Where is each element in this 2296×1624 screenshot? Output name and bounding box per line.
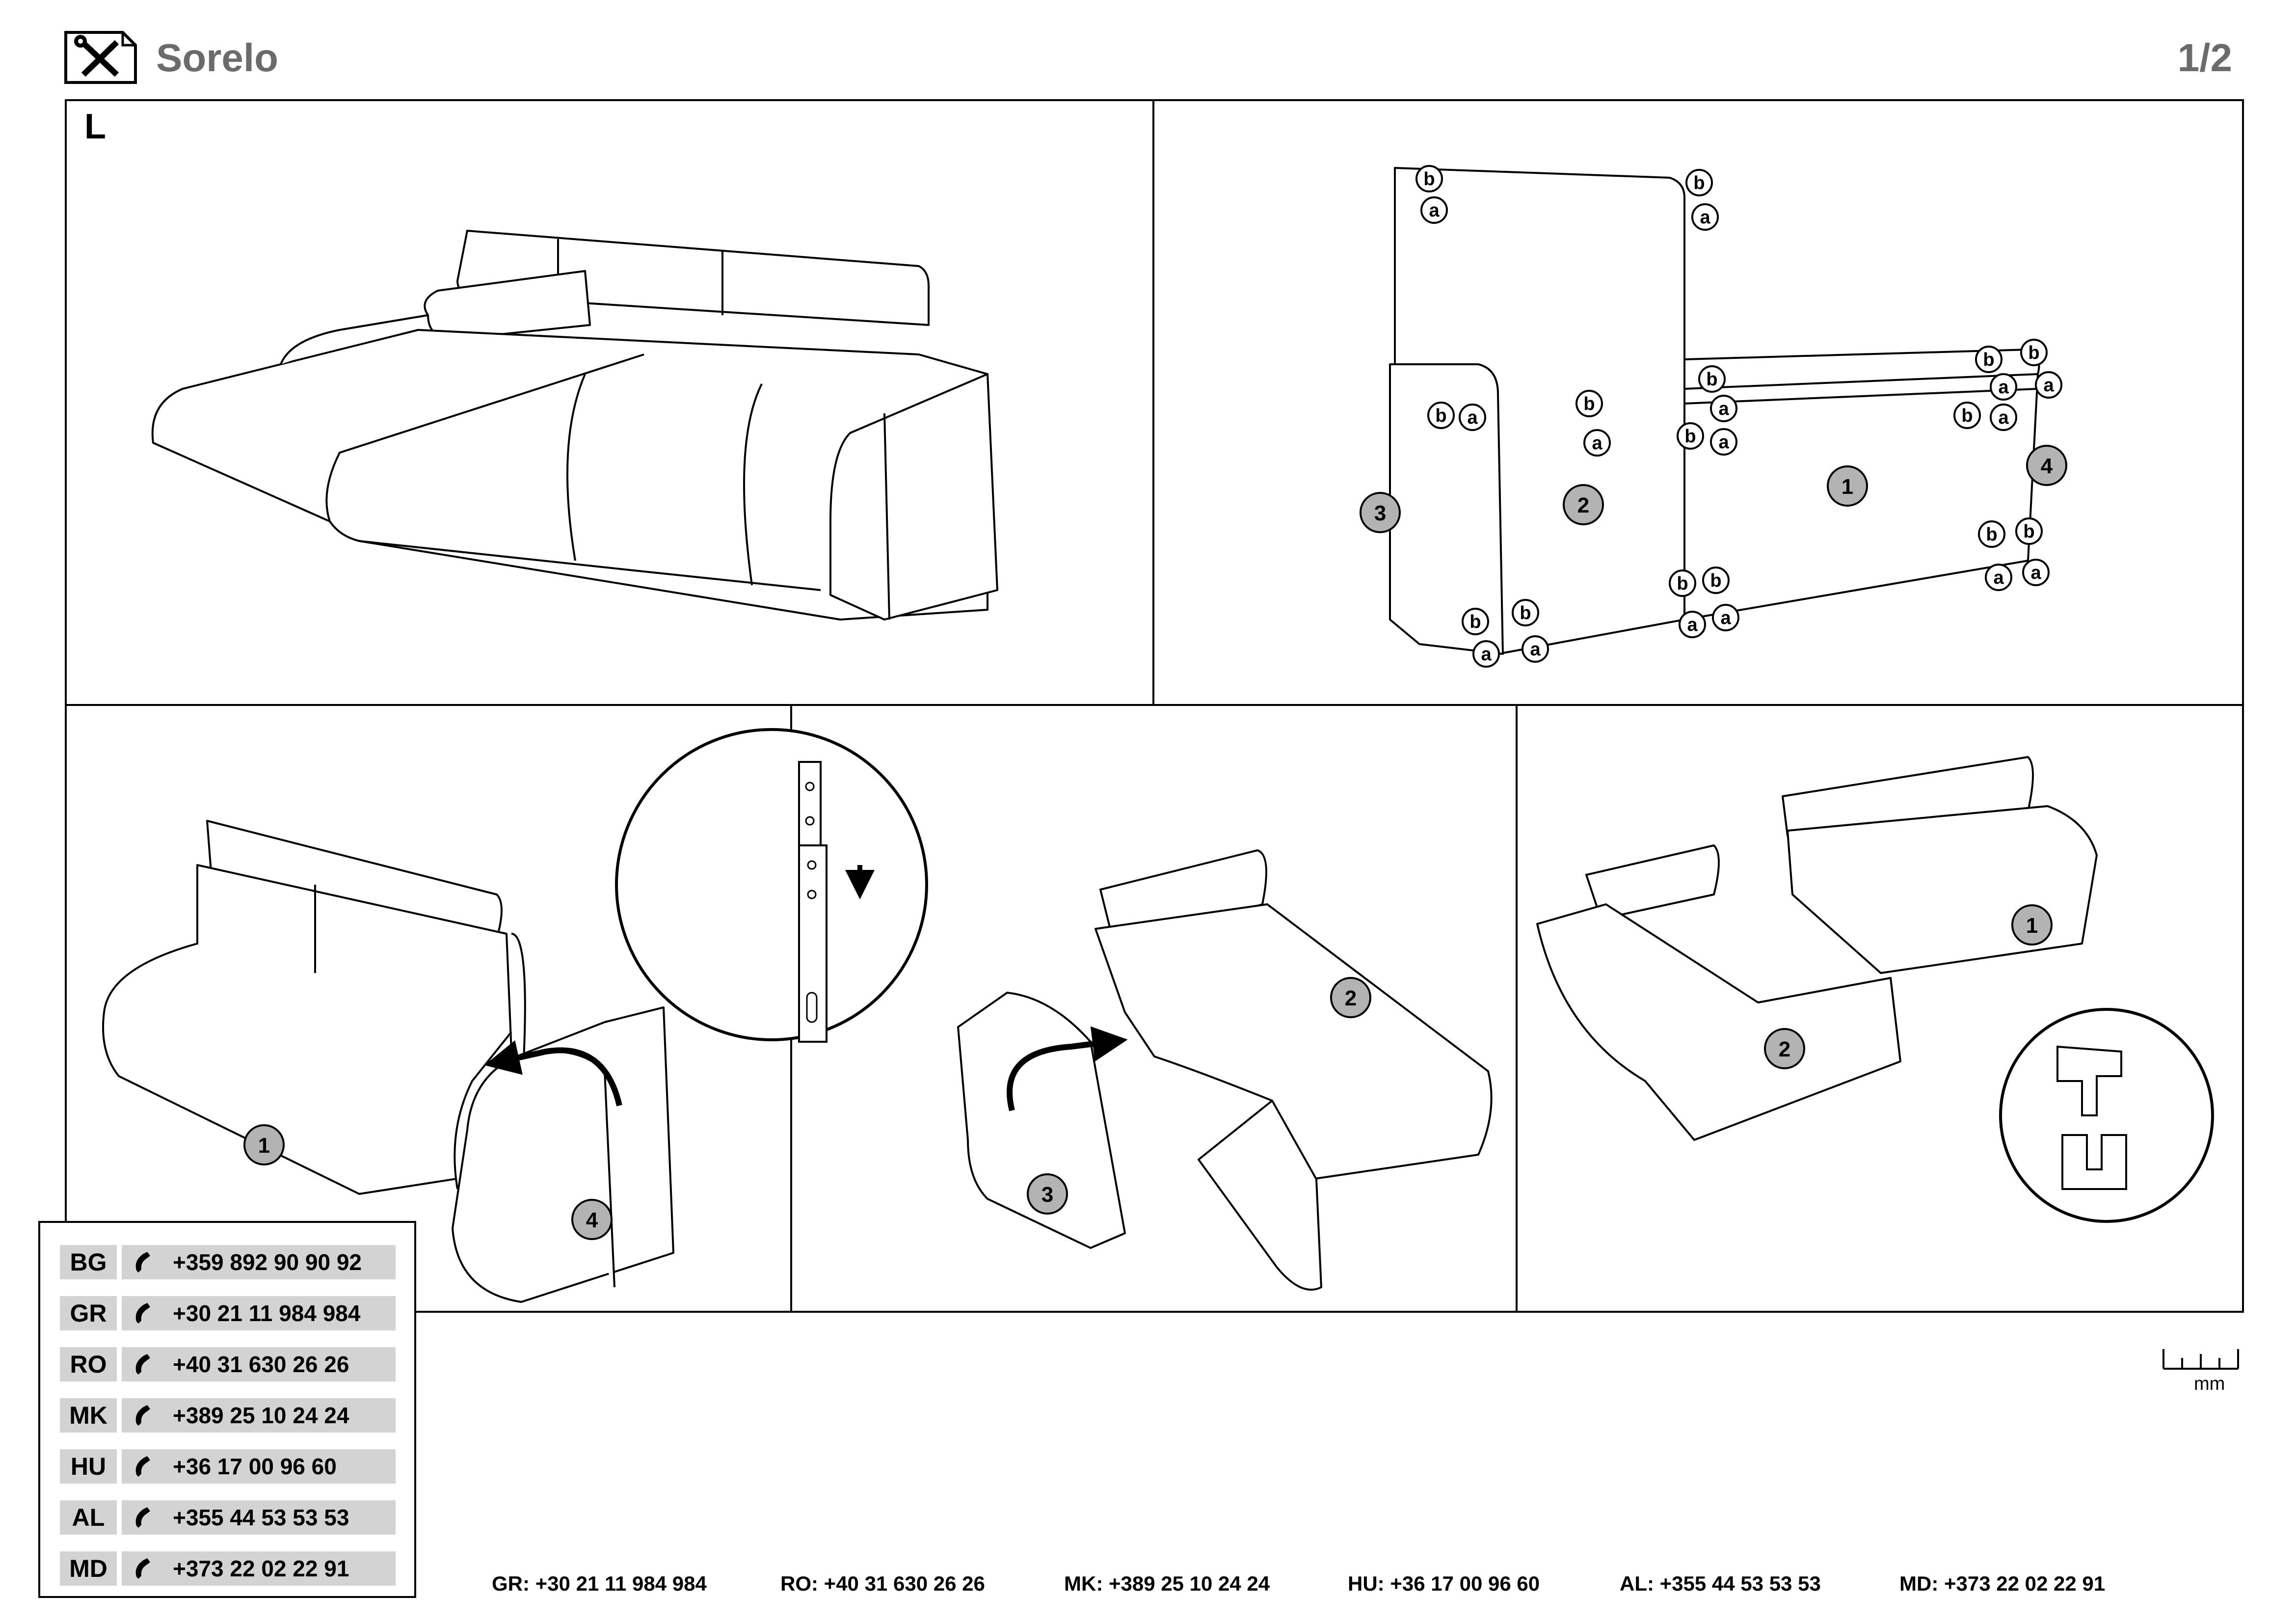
phone-number: +36 17 00 96 60 <box>173 1454 337 1479</box>
svg-text:2: 2 <box>1779 1037 1790 1061</box>
phone-icon <box>135 1456 150 1477</box>
svg-text:1: 1 <box>2026 914 2038 938</box>
phone-icon <box>135 1558 150 1579</box>
ruler-icon <box>2163 1349 2239 1370</box>
phone-icon <box>135 1303 150 1324</box>
footer-code: MD: <box>1899 1572 1939 1595</box>
country-code: BG <box>60 1245 117 1279</box>
phone-icon <box>135 1252 150 1272</box>
page-title: Sorelo <box>156 36 278 80</box>
variant-label: L <box>84 107 106 146</box>
svg-text:3: 3 <box>1374 501 1386 525</box>
phone-number: +355 44 53 53 53 <box>173 1505 349 1530</box>
footer-item: HU: +36 17 00 96 60 <box>1348 1572 1540 1596</box>
phone-number-cell: +373 22 02 22 91 <box>122 1551 396 1586</box>
svg-text:4: 4 <box>2041 454 2053 478</box>
plate-detail-circle <box>1999 1008 2214 1223</box>
bracket-detail-circle <box>615 728 928 1043</box>
phone-icon <box>135 1405 150 1426</box>
phone-number-cell: +36 17 00 96 60 <box>122 1449 396 1484</box>
country-code: MK <box>60 1398 117 1433</box>
page-number: 1/2 <box>2177 36 2232 80</box>
footer-code: RO: <box>780 1572 818 1595</box>
country-code: HU <box>60 1449 117 1484</box>
footer-phone-line: 2 GR: +30 21 11 984 984 RO: +40 31 630 2… <box>0 1572 2296 1606</box>
svg-text:3: 3 <box>1041 1183 1053 1207</box>
footer-number: +373 22 02 22 91 <box>1944 1572 2106 1595</box>
phone-number-cell: +359 892 90 90 92 <box>122 1245 396 1279</box>
sofa-overview-drawing <box>151 230 998 621</box>
footer-code: AL: <box>1620 1572 1654 1595</box>
phone-number: +373 22 02 22 91 <box>173 1556 349 1581</box>
footer-item: MD: +373 22 02 22 91 <box>1899 1572 2105 1596</box>
phone-number: +389 25 10 24 24 <box>173 1403 349 1428</box>
phone-number-cell: +389 25 10 24 24 <box>122 1398 396 1433</box>
country-code: AL <box>60 1500 117 1535</box>
footer-code: MK: <box>1064 1572 1103 1595</box>
svg-text:2: 2 <box>1345 986 1357 1010</box>
phone-number-cell: +355 44 53 53 53 <box>122 1500 396 1535</box>
country-code: MD <box>60 1551 117 1586</box>
step-join-drawing <box>1536 756 2098 1141</box>
svg-text:2: 2 <box>1577 493 1589 517</box>
phone-icon <box>135 1507 150 1528</box>
country-code: RO <box>60 1347 117 1381</box>
phone-number: +40 31 630 26 26 <box>173 1352 349 1377</box>
footer-item: AL: +355 44 53 53 53 <box>1620 1572 1821 1596</box>
svg-text:4: 4 <box>586 1208 598 1232</box>
phone-number: +30 21 11 984 984 <box>173 1300 361 1326</box>
part-number-badges: 3 2 1 4 <box>1360 445 2067 533</box>
country-code: GR <box>60 1296 117 1330</box>
step-chaise-drawing <box>957 849 1493 1291</box>
footer-number: +30 21 11 984 984 <box>535 1572 707 1595</box>
footer-item: GR: +30 21 11 984 984 <box>492 1572 707 1596</box>
svg-text:1: 1 <box>1842 475 1853 499</box>
phone-number-cell: +30 21 11 984 984 <box>122 1296 396 1330</box>
svg-text:1: 1 <box>258 1134 270 1158</box>
footer-number: +36 17 00 96 60 <box>1390 1572 1540 1595</box>
footer-item: MK: +389 25 10 24 24 <box>1064 1572 1270 1596</box>
footer-number: +389 25 10 24 24 <box>1108 1572 1270 1595</box>
footer-number: +40 31 630 26 26 <box>824 1572 985 1595</box>
phone-number-cell: +40 31 630 26 26 <box>122 1347 396 1381</box>
phone-support-box: BG +359 892 90 90 92 GR +30 21 11 984 98… <box>38 1221 416 1598</box>
ruler-unit-label: mm <box>2194 1374 2225 1394</box>
phone-icon <box>135 1354 150 1375</box>
assembly-illustrations: b a L <box>65 99 2244 1313</box>
footer-code: GR: <box>492 1572 530 1595</box>
footer-code: HU: <box>1348 1572 1385 1595</box>
phone-number: +359 892 90 90 92 <box>173 1249 362 1275</box>
footer-item: RO: +40 31 630 26 26 <box>780 1572 985 1596</box>
tools-icon <box>64 31 137 84</box>
footer-number: +355 44 53 53 53 <box>1659 1572 1821 1595</box>
